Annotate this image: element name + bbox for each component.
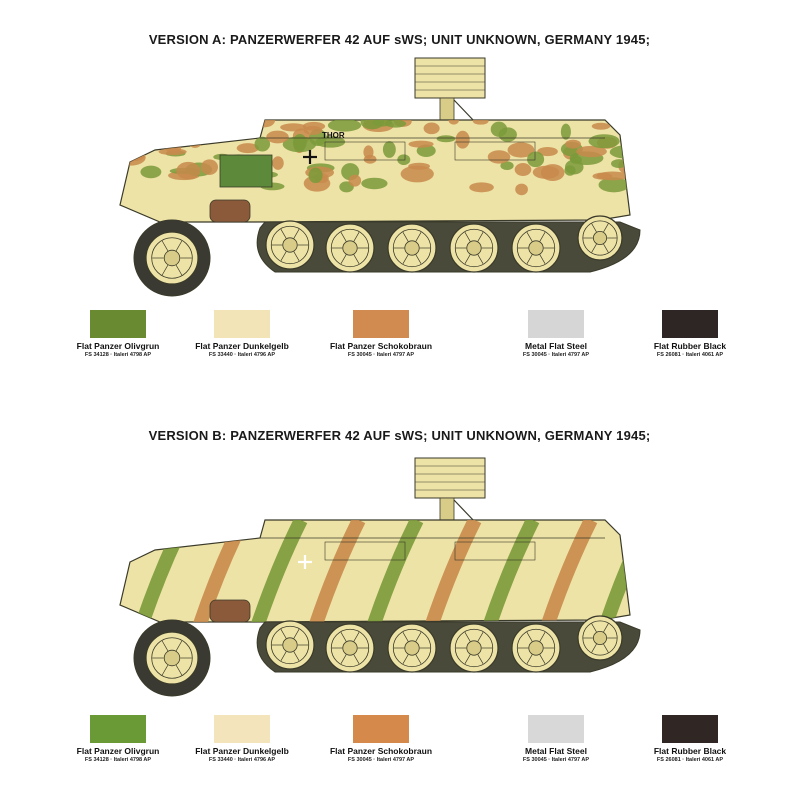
front-wheel-hub: [145, 231, 199, 285]
color-chip: [214, 715, 270, 743]
road-wheel: [325, 623, 375, 673]
color-chip: [90, 310, 146, 338]
road-wheel: [577, 215, 623, 261]
version-b: VERSION B: PANZERWERFER 42 AUF sWS; UNIT…: [0, 400, 799, 800]
color-chip: [528, 715, 584, 743]
paint-code: FS 30045 · Italeri 4797 AP: [522, 757, 590, 763]
paint-name: Flat Panzer Olivgrun: [76, 341, 160, 351]
paint-name: Flat Rubber Black: [653, 341, 727, 351]
color-chip: [90, 715, 146, 743]
road-wheel: [577, 615, 623, 661]
paint-code: FS 26081 · Italeri 4061 AP: [656, 757, 724, 763]
generator: [209, 199, 251, 223]
paint-name: Metal Flat Steel: [525, 746, 587, 756]
road-wheel: [511, 623, 561, 673]
vehicle-name-marking: THOR: [322, 131, 345, 140]
paint-code: FS 33440 · Italeri 4796 AP: [208, 757, 276, 763]
paint-code: FS 34128 · Italeri 4798 AP: [84, 757, 152, 763]
front-wheel: [133, 619, 211, 697]
road-wheel: [387, 623, 437, 673]
color-chip: [353, 715, 409, 743]
paint-name: Flat Panzer Schokobraun: [329, 746, 433, 756]
paint-code: FS 30045 · Italeri 4797 AP: [347, 757, 415, 763]
road-wheel: [511, 223, 561, 273]
front-wheel: [133, 219, 211, 297]
version-a-title: VERSION A: PANZERWERFER 42 AUF sWS; UNIT…: [148, 32, 651, 47]
generator: [209, 599, 251, 623]
front-wheel-hub: [145, 631, 199, 685]
paint-name: Metal Flat Steel: [525, 341, 587, 351]
vehicle-a-illustration: THOR: [119, 57, 641, 297]
color-chip: [662, 310, 718, 338]
side-hatch: [324, 141, 406, 161]
paint-name: Flat Panzer Olivgrun: [76, 746, 160, 756]
paint-code: FS 26081 · Italeri 4061 AP: [656, 352, 724, 358]
color-chip: [214, 310, 270, 338]
paint-name: Flat Panzer Schokobraun: [329, 341, 433, 351]
side-hatch: [454, 541, 536, 561]
road-wheel: [265, 220, 315, 270]
side-hatch: [454, 141, 536, 161]
road-wheel: [265, 620, 315, 670]
paint-code: FS 30045 · Italeri 4797 AP: [522, 352, 590, 358]
track-assembly: [256, 215, 641, 273]
road-wheel: [387, 223, 437, 273]
paint-name: Flat Panzer Dunkelgelb: [195, 746, 289, 756]
balkenkreuz-marking: [303, 150, 317, 164]
side-hatch: [324, 541, 406, 561]
color-chip: [353, 310, 409, 338]
rocket-launcher: [414, 457, 486, 524]
vehicle-b-illustration: [119, 457, 641, 697]
paint-code: FS 30045 · Italeri 4797 AP: [347, 352, 415, 358]
balkenkreuz-marking: [298, 555, 312, 569]
color-chip: [662, 715, 718, 743]
paint-name: Flat Panzer Dunkelgelb: [195, 341, 289, 351]
road-wheel: [325, 223, 375, 273]
paint-code: FS 34128 · Italeri 4798 AP: [84, 352, 152, 358]
road-wheel: [449, 223, 499, 273]
track-assembly: [256, 615, 641, 673]
version-a: VERSION A: PANZERWERFER 42 AUF sWS; UNIT…: [0, 32, 799, 370]
stowage-box: [219, 154, 273, 188]
rocket-launcher: [414, 57, 486, 124]
paint-code: FS 33440 · Italeri 4796 AP: [208, 352, 276, 358]
color-chip: [528, 310, 584, 338]
paint-name: Flat Rubber Black: [653, 746, 727, 756]
version-b-title: VERSION B: PANZERWERFER 42 AUF sWS; UNIT…: [148, 428, 651, 443]
road-wheel: [449, 623, 499, 673]
